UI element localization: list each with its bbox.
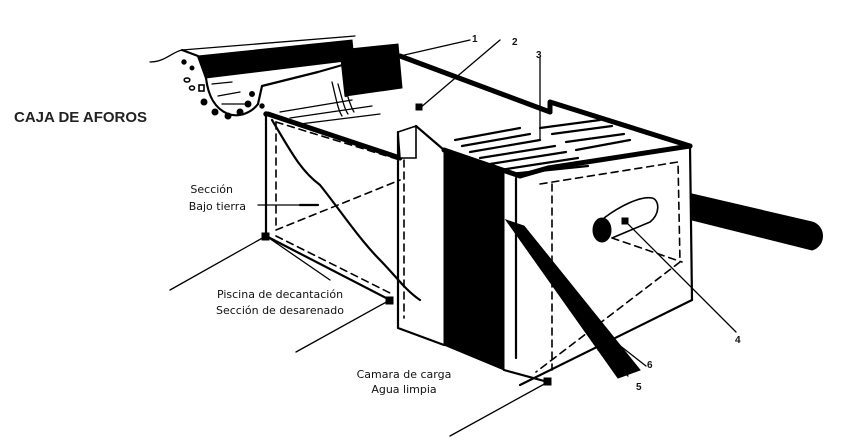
marker-camara [543,377,552,386]
label-desarenado: Sección de desarenado [216,304,344,317]
label-camara: Camara de carga [357,368,452,381]
inlet-gate [331,43,403,117]
callout-2: 2 [512,37,518,48]
callout-4: 4 [735,335,741,346]
callout-1: 1 [472,34,478,45]
callout-3: 3 [536,50,542,61]
leader-lines [169,39,737,437]
right-chamber [502,99,694,387]
label-piscina: Piscina de decantación [217,288,343,301]
gravel-dots [181,59,269,120]
callout-5: 5 [636,382,642,393]
label-agua-limpia: Agua limpia [371,383,436,396]
outlet-pipe [592,193,823,263]
label-bajo-tierra: Bajo tierra [189,200,246,213]
water-surface [453,118,632,176]
label-seccion: Sección [190,183,233,196]
callout-6: 6 [647,360,653,371]
inlet-channel [149,35,356,120]
diagram-title: CAJA DE AFOROS [14,109,147,126]
left-chamber [257,112,422,302]
middle-wall [385,124,523,371]
